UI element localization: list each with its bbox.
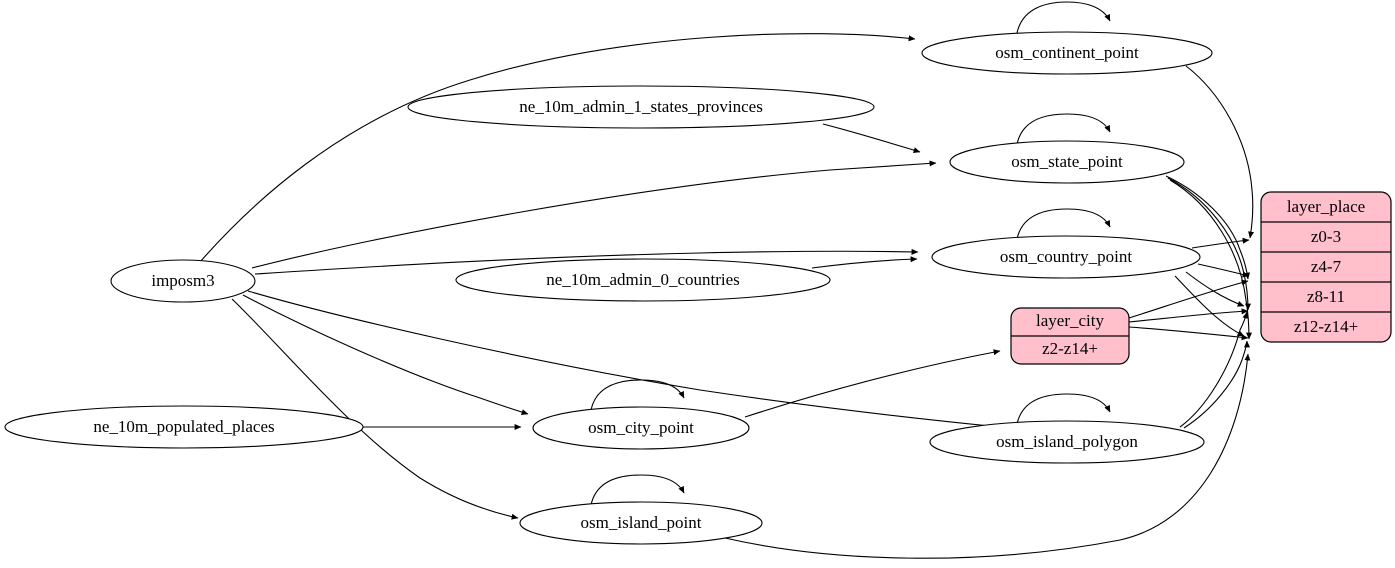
edge-imposm3-to-osm_state_point <box>251 160 937 269</box>
record-node-layer_place[interactable]: layer_place z0-3 z4-7 z8-11 z12-z14+ <box>1260 191 1392 343</box>
edge-osm_state_point-to-layer_place-z4-7 <box>1165 175 1251 280</box>
node-osm_island_polygon[interactable]: osm_island_polygon <box>929 420 1205 464</box>
edge-imposm3-to-osm_country_point <box>254 248 919 275</box>
edge-layer_city-to-layer_place-z8-11 <box>1128 308 1249 323</box>
edge-layer <box>199 33 1255 559</box>
layer_place-box[interactable] <box>1260 191 1392 343</box>
edge-osm_island_polygon-to-layer_place-z12-z14+ <box>1183 340 1250 429</box>
edge-osm_state_point-to-layer_place-z8-11 <box>1167 177 1252 311</box>
edge-osm_island_polygon-to-layer_place-z8-11 <box>1179 311 1249 428</box>
edge-osm_country_point-to-layer_place-z4-7 <box>1197 263 1250 278</box>
self-loop-osm_island_polygon <box>1016 393 1111 425</box>
node-osm_city_point[interactable]: osm_city_point <box>532 406 750 450</box>
edge-imposm3-to-osm_island_point <box>231 298 519 520</box>
edge-osm_city_point-to-layer_city-z2-z14+ <box>744 349 1001 418</box>
node-osm_continent_point[interactable]: osm_continent_point <box>921 31 1213 75</box>
self-loop-osm_island_point <box>590 474 685 506</box>
self-loop-osm_city_point <box>590 379 685 411</box>
edge-osm_country_point-to-layer_place-z0-3 <box>1191 237 1250 249</box>
node-osm_state_point[interactable]: osm_state_point <box>949 140 1185 184</box>
edge-osm_continent_point-to-layer_place-z0-3 <box>1185 65 1255 239</box>
edge-layer_city-to-layer_place-z12-z14+ <box>1128 326 1249 341</box>
node-osm_country_point[interactable]: osm_country_point <box>931 235 1201 279</box>
self-loop-osm_state_point <box>1016 113 1111 145</box>
self-loop-osm_continent_point <box>1016 1 1111 34</box>
node-ne_10m_admin_1_states_provinces[interactable]: ne_10m_admin_1_states_provinces <box>407 85 875 129</box>
edge-layer_city-to-layer_place-z4-7 <box>1128 279 1249 319</box>
edge-imposm3-to-osm_island_polygon <box>247 290 1001 430</box>
node-imposm3[interactable]: imposm3 <box>110 259 256 303</box>
edge-osm_island_point-to-layer_place-z12-z14+ <box>724 353 1251 559</box>
edge-osm_country_point-to-layer_place-z8-11 <box>1185 271 1245 307</box>
node-ne_10m_admin_0_countries[interactable]: ne_10m_admin_0_countries <box>455 258 831 302</box>
self-loop-layer <box>590 1 1111 506</box>
edge-osm_country_point-to-layer_place-z12-z14+ <box>1174 275 1245 337</box>
edge-ne_10m_admin_1_states_provinces-to-osm_state_point <box>822 123 921 154</box>
node-ne_10m_populated_places[interactable]: ne_10m_populated_places <box>4 405 364 449</box>
node-osm_island_point[interactable]: osm_island_point <box>519 501 763 545</box>
edge-ne_10m_admin_0_countries-to-osm_country_point <box>811 256 918 269</box>
record-node-layer_city[interactable]: layer_city z2-z14+ <box>1010 307 1130 365</box>
edge-imposm3-to-osm_continent_point <box>199 33 916 263</box>
node-layer: imposm3 ne_10m_populated_places ne_10m_a… <box>4 31 1213 545</box>
self-loop-osm_country_point <box>1016 208 1111 240</box>
edge-imposm3-to-osm_city_point <box>242 294 529 415</box>
